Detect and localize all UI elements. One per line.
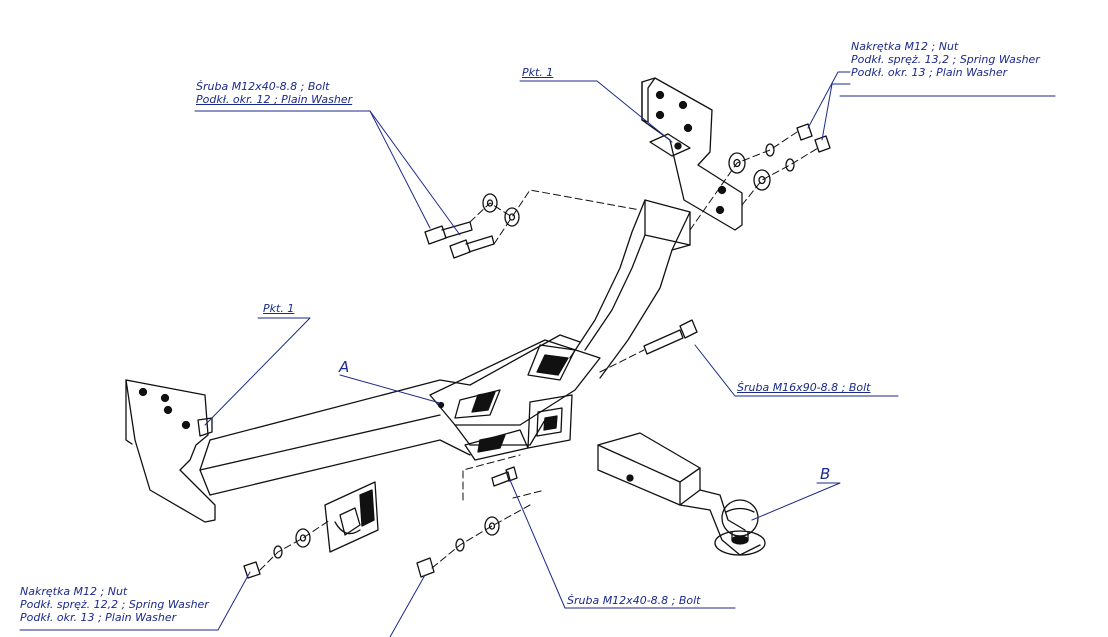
callout-label-a: A (339, 358, 350, 376)
callout-line: Podkł. okr. 13 ; Plain Washer (851, 66, 1008, 79)
ball-mount (597, 432, 766, 556)
callout-pkt1-top: Pkt. 1 (522, 66, 554, 79)
left-bracket (125, 379, 216, 523)
callout-line: Podkł. okr. 12 ; Plain Washer (196, 93, 353, 106)
callout-bolt-top: Śruba M12x40-8.8 ; Bolt Podkł. okr. 12 ;… (196, 80, 352, 106)
top-bolts (424, 193, 520, 259)
m16-bolt (643, 319, 698, 355)
leader-lines (19, 71, 1056, 637)
callout-line: Podkł. spręż. 13,2 ; Spring Washer (851, 53, 1040, 66)
callout-label-b: B (820, 465, 831, 483)
callout-pkt1-left: Pkt. 1 (263, 302, 295, 315)
receiver-assembly (429, 339, 601, 461)
callout-nut-top-right: Nakrętka M12 ; Nut Podkł. spręż. 13,2 ; … (851, 40, 1040, 79)
callout-line: Podkł. spręż. 12,2 ; Spring Washer (20, 598, 209, 611)
right-fasteners (728, 123, 831, 191)
callout-line: Nakrętka M12 ; Nut (851, 40, 959, 53)
assembly-lines (259, 131, 819, 571)
callout-line: Podkł. okr. 13 ; Plain Washer (20, 611, 177, 624)
callout-line: Nakrętka M12 ; Nut (20, 585, 128, 598)
callout-nut-bottom-left: Nakrętka M12 ; Nut Podkł. spręż. 12,2 ; … (20, 585, 209, 624)
callout-bolt-bottom: Śruba M12x40-8.8 ; Bolt (567, 594, 701, 607)
callout-bolt-m16: Śruba M16x90-8.8 ; Bolt (737, 381, 871, 394)
socket-plate (324, 481, 379, 553)
callout-line: Śruba M12x40-8.8 ; Bolt (196, 80, 330, 93)
cross-beam (199, 199, 691, 496)
bottom-fasteners (243, 466, 518, 579)
right-bracket (641, 77, 743, 231)
